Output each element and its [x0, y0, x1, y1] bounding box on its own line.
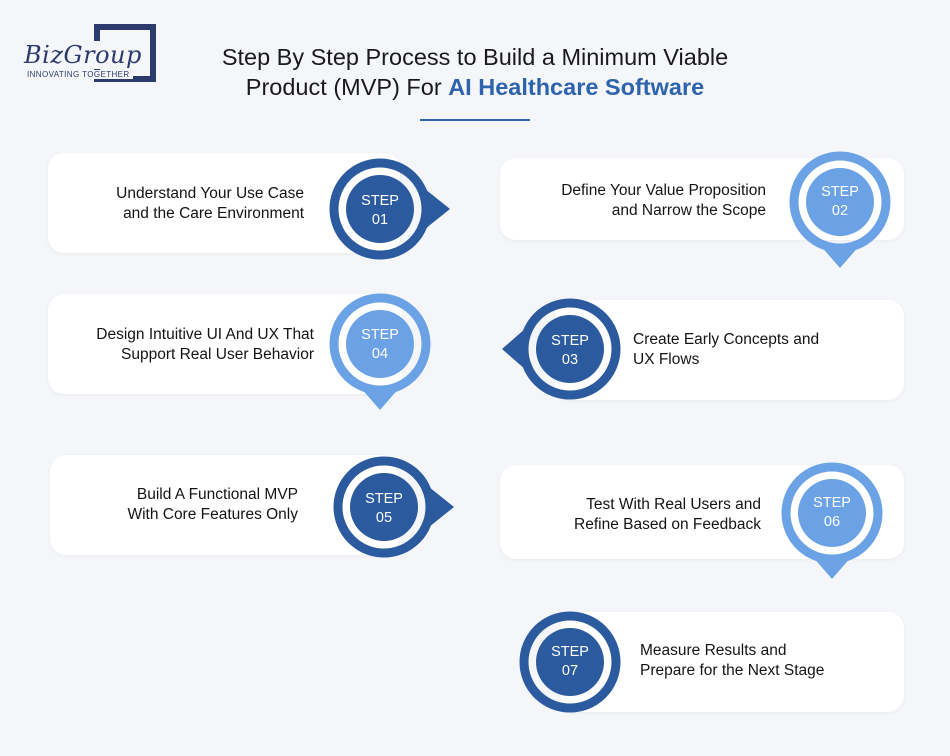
step-02-badge	[789, 151, 891, 268]
arrow-right-icon	[425, 189, 450, 229]
page-title: Step By Step Process to Build a Minimum …	[160, 42, 790, 102]
bizgroup-logo: BizGroup INNOVATING TOGETHER	[24, 24, 159, 84]
title-line-2-prefix: Product (MVP) For	[245, 74, 449, 100]
step-07-badge	[519, 611, 621, 713]
arrow-left-icon	[502, 328, 526, 370]
step-04-badge	[329, 293, 431, 410]
logo-tagline: INNOVATING TOGETHER	[27, 70, 133, 79]
step-06-badge	[781, 462, 883, 579]
step-05-badge	[333, 456, 454, 558]
arrow-right-icon	[429, 487, 454, 527]
title-underline	[420, 119, 530, 121]
step-01-badge	[329, 158, 450, 260]
logo-wordmark: BizGroup	[24, 41, 144, 69]
step-03-badge	[502, 298, 621, 400]
title-highlight: AI Healthcare Software	[448, 74, 705, 100]
title-line-1: Step By Step Process to Build a Minimum …	[221, 44, 729, 70]
